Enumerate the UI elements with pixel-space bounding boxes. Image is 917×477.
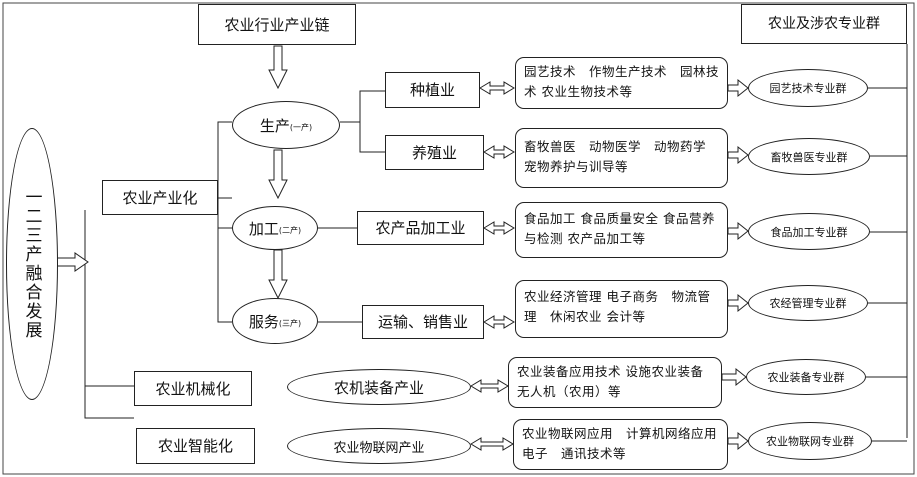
skills-planting: 园艺技术 作物生产技术 园林技术 农业生物技术等 bbox=[515, 57, 728, 109]
group-horticulture: 园艺技术专业群 bbox=[748, 69, 868, 107]
stage-processing-label: 加工 bbox=[248, 219, 279, 238]
branch-industrialization: 农业产业化 bbox=[102, 180, 218, 215]
sector-breeding: 养殖业 bbox=[385, 135, 484, 170]
group-agri-iot: 农业物联网专业群 bbox=[748, 422, 872, 460]
stage-production-label: 生产 bbox=[259, 116, 290, 135]
group-animal-husbandry: 畜牧兽医专业群 bbox=[748, 138, 870, 175]
stage-processing-tag: (二产) bbox=[278, 225, 302, 235]
root-node: 一二三产融合发展 bbox=[6, 128, 58, 400]
stage-processing: 加工(二产) bbox=[232, 206, 318, 250]
root-label: 一二三产融合发展 bbox=[21, 188, 42, 340]
stage-production-tag: (一产) bbox=[289, 122, 313, 132]
stage-service-label: 服务 bbox=[248, 312, 279, 331]
sector-planting: 种植业 bbox=[385, 72, 480, 108]
header-industry-chain: 农业行业产业链 bbox=[198, 4, 356, 45]
sector-logistics-sales: 运输、销售业 bbox=[362, 305, 484, 339]
skills-machinery: 农业装备应用技术 设施农业装备 无人机（农用）等 bbox=[508, 357, 722, 408]
group-agri-economics: 农经管理专业群 bbox=[748, 285, 868, 321]
sector-product-processing: 农产品加工业 bbox=[357, 211, 484, 245]
header-specialty-group: 农业及涉农专业群 bbox=[741, 4, 907, 44]
stage-production: 生产(一产) bbox=[232, 101, 340, 149]
branch-mechanization: 农业机械化 bbox=[134, 371, 252, 406]
skills-processing: 食品加工 食品质量安全 食品营养与检测 农产品加工等 bbox=[515, 202, 728, 258]
sector-iot: 农业物联网产业 bbox=[287, 428, 471, 464]
skills-breeding: 畜牧兽医 动物医学 动物药学 宠物养护与训导等 bbox=[515, 128, 728, 188]
group-agri-equipment: 农业装备专业群 bbox=[746, 359, 866, 395]
branch-intelligence: 农业智能化 bbox=[136, 428, 255, 464]
skills-iot: 农业物联网应用 计算机网络应用电子 通讯技术等 bbox=[513, 419, 728, 470]
stage-service: 服务(三产) bbox=[232, 298, 318, 344]
skills-service: 农业经济管理 电子商务 物流管理 休闲农业 会计等 bbox=[515, 280, 728, 338]
stage-service-tag: (三产) bbox=[278, 318, 302, 328]
group-food-processing: 食品加工专业群 bbox=[748, 213, 870, 250]
sector-machinery-equipment: 农机装备产业 bbox=[287, 369, 471, 405]
